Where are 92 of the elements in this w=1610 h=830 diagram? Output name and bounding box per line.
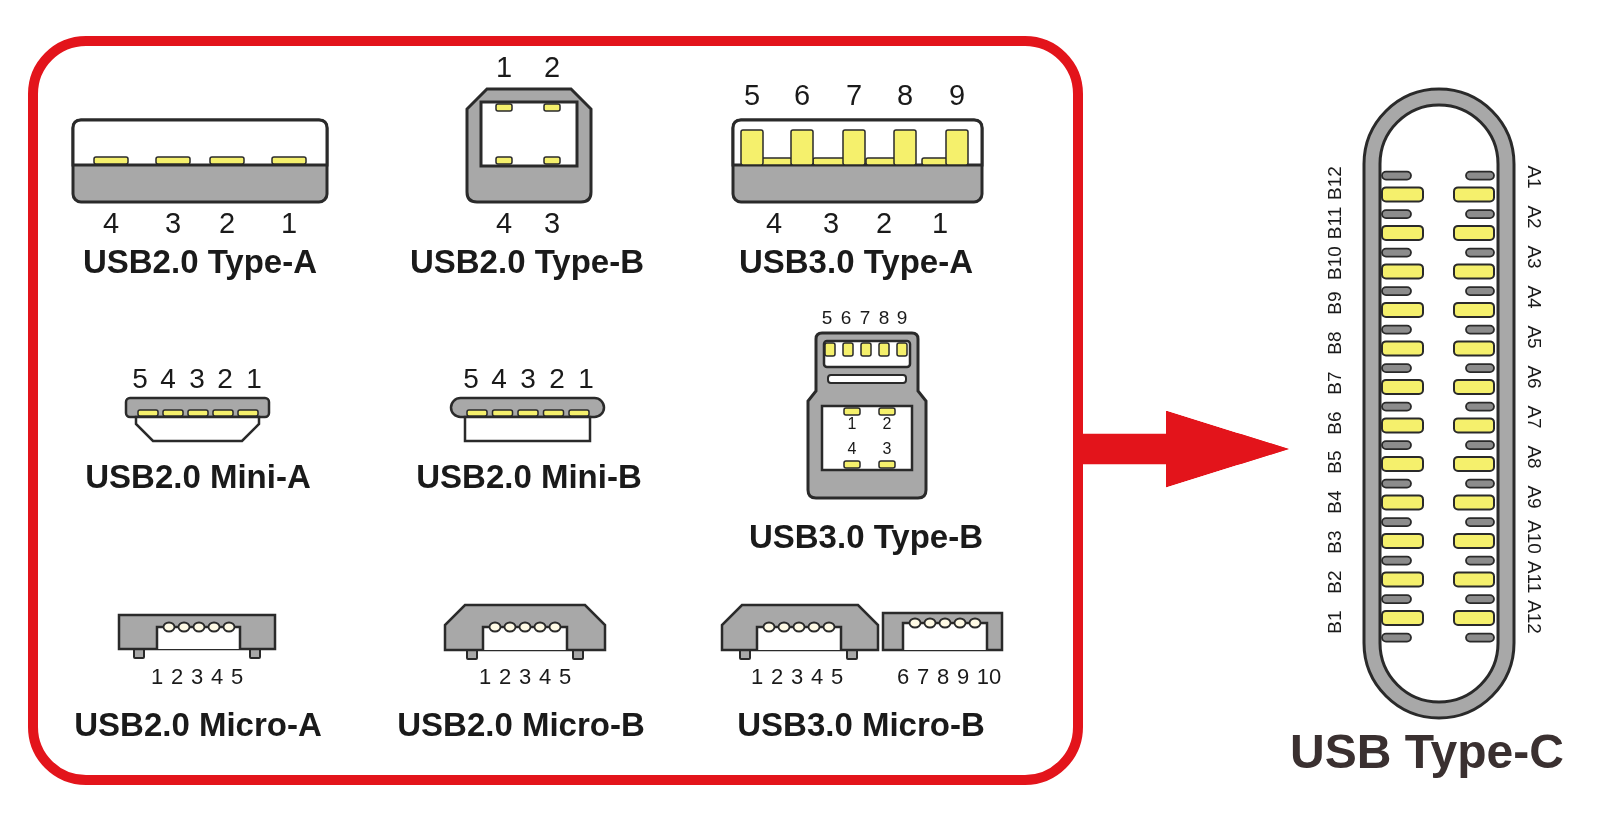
pin-number: 3 xyxy=(189,363,205,395)
pin-label: A9 xyxy=(1523,485,1545,509)
pin-label: A10 xyxy=(1523,520,1545,554)
pin-number: 4 xyxy=(847,440,857,458)
pin-label: B9 xyxy=(1324,291,1346,315)
connector-name: USB2.0 Micro-A xyxy=(74,706,322,744)
arrow xyxy=(1083,410,1289,488)
connector-name: USB2.0 Type-A xyxy=(82,243,318,281)
pin-number: 6 xyxy=(840,307,852,329)
pin-number: 1 xyxy=(478,664,492,690)
pin-number: 9 xyxy=(896,307,908,329)
pin-label: B7 xyxy=(1324,370,1346,395)
pin-label: B2 xyxy=(1324,570,1346,594)
connector-name: USB2.0 Micro-B xyxy=(397,706,645,744)
pin-number: 8 xyxy=(896,80,914,112)
pin-label: B3 xyxy=(1324,530,1346,554)
pin-number: 1 xyxy=(246,363,262,395)
pin-number: 4 xyxy=(810,664,824,690)
pin-label: B5 xyxy=(1324,450,1346,474)
pin-number: 5 xyxy=(230,664,244,690)
pin-number: 1 xyxy=(495,52,513,84)
pin-number: 4 xyxy=(538,664,552,690)
pin-number: 5 xyxy=(830,664,844,690)
pin-number: 6 xyxy=(896,664,910,690)
pin-label: A7 xyxy=(1523,405,1545,429)
connector-name: USB3.0 Type-B xyxy=(748,518,984,556)
pin-label: B11 xyxy=(1324,206,1346,240)
connector-name: USB3.0 Micro-B xyxy=(737,706,985,744)
pin-number: 4 xyxy=(102,208,120,240)
pin-number: 2 xyxy=(543,52,561,84)
pin-number: 2 xyxy=(770,664,784,690)
pin-number: 5 xyxy=(558,664,572,690)
pin-label: B1 xyxy=(1324,610,1346,634)
pin-number: 10 xyxy=(976,664,1002,690)
pin-label: A3 xyxy=(1523,245,1545,269)
pin-number: 4 xyxy=(495,208,513,240)
pin-number: 1 xyxy=(931,208,949,240)
pin-number: 3 xyxy=(822,208,840,240)
pin-number: 4 xyxy=(765,208,783,240)
pin-number: 3 xyxy=(190,664,204,690)
pin-number: 8 xyxy=(936,664,950,690)
pin-label: A11 xyxy=(1523,560,1545,594)
pin-label: B6 xyxy=(1324,410,1346,435)
pin-number: 2 xyxy=(170,664,184,690)
pin-number: 7 xyxy=(916,664,930,690)
pin-number: 2 xyxy=(498,664,512,690)
pin-number: 3 xyxy=(164,208,182,240)
pin-label: B10 xyxy=(1324,246,1346,280)
pin-number: 3 xyxy=(520,363,536,395)
pin-number: 7 xyxy=(845,80,863,112)
pin-number: 2 xyxy=(875,208,893,240)
pin-number: 4 xyxy=(210,664,224,690)
pin-label: A8 xyxy=(1523,445,1545,469)
pin-number: 1 xyxy=(280,208,298,240)
pin-label: A6 xyxy=(1523,365,1545,389)
pin-number: 3 xyxy=(543,208,561,240)
connector-name: USB Type-C xyxy=(1290,725,1564,779)
pin-label: B12 xyxy=(1324,166,1346,200)
connector-name: USB2.0 Mini-A xyxy=(85,458,311,496)
connector-name: USB3.0 Type-A xyxy=(738,243,974,281)
pin-number: 5 xyxy=(132,363,148,395)
pin-number: 3 xyxy=(882,440,892,458)
connector-name: USB2.0 Mini-B xyxy=(416,458,642,496)
pin-number: 1 xyxy=(150,664,164,690)
pin-number: 1 xyxy=(847,415,857,433)
pin-number: 2 xyxy=(882,415,892,433)
connector-name: USB2.0 Type-B xyxy=(409,243,645,281)
pin-number: 7 xyxy=(859,307,871,329)
pin-number: 3 xyxy=(518,664,532,690)
pin-number: 2 xyxy=(217,363,233,395)
pin-label: A1 xyxy=(1523,165,1545,189)
pin-label: B8 xyxy=(1324,331,1346,355)
pin-number: 3 xyxy=(790,664,804,690)
rounded-frame xyxy=(28,36,1083,785)
pin-number: 5 xyxy=(743,80,761,112)
pin-number: 9 xyxy=(948,80,966,112)
pin-label: B4 xyxy=(1324,490,1346,514)
pin-number: 9 xyxy=(956,664,970,690)
pin-label: A12 xyxy=(1523,600,1545,634)
pin-number: 5 xyxy=(463,363,479,395)
pin-number: 6 xyxy=(793,80,811,112)
pin-label: A5 xyxy=(1523,325,1545,349)
pin-number: 8 xyxy=(878,307,890,329)
pin-number: 2 xyxy=(549,363,565,395)
pin-number: 4 xyxy=(160,363,176,395)
pin-number: 1 xyxy=(578,363,594,395)
pin-number: 4 xyxy=(491,363,507,395)
pin-number: 1 xyxy=(750,664,764,690)
pin-number: 2 xyxy=(218,208,236,240)
pin-label: A4 xyxy=(1523,285,1545,309)
pin-number: 5 xyxy=(821,307,833,329)
pin-label: A2 xyxy=(1523,205,1545,229)
